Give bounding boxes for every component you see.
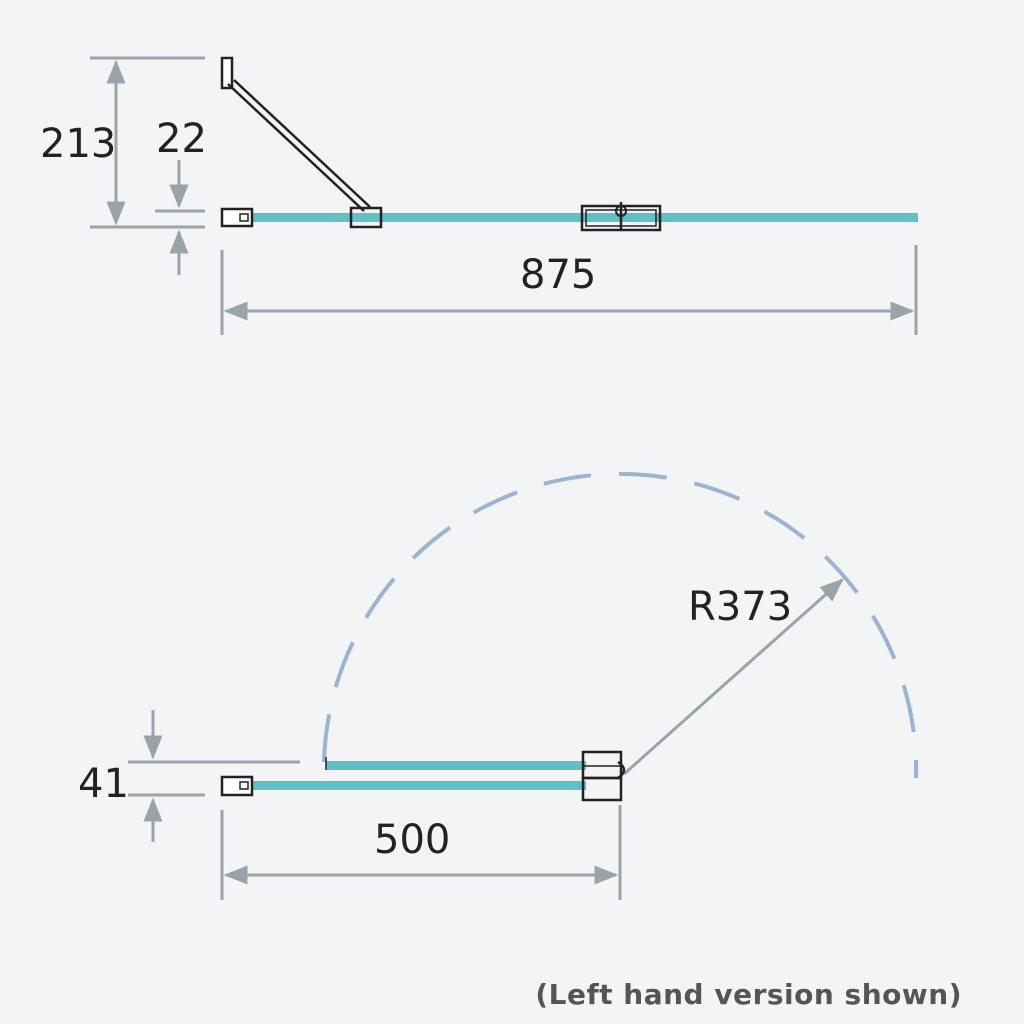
hinge-bottom-block bbox=[581, 776, 623, 802]
support-arm-outer bbox=[227, 83, 365, 212]
wall-bracket bbox=[220, 56, 234, 90]
wall-channel-insert bbox=[239, 213, 249, 222]
dim-label-875: 875 bbox=[520, 252, 596, 298]
hinge-knuckle bbox=[617, 760, 626, 780]
support-arm-inner bbox=[233, 79, 371, 208]
dim-label-41: 41 bbox=[78, 761, 129, 807]
fixed-glass-panel bbox=[252, 781, 586, 790]
hinge-assembly bbox=[580, 202, 662, 232]
arm-clamp bbox=[349, 206, 383, 229]
bottom-view: R373 41 500 bbox=[78, 471, 919, 900]
door-swing-arc bbox=[322, 471, 919, 779]
dim-label-radius: R373 bbox=[688, 584, 792, 630]
dim-label-500: 500 bbox=[374, 817, 450, 863]
radius-line bbox=[623, 578, 844, 776]
dim-label-22: 22 bbox=[156, 116, 207, 162]
hinge-top-block bbox=[581, 750, 623, 780]
glass-panel bbox=[252, 213, 918, 222]
hinge-stack bbox=[581, 750, 626, 802]
dim-label-213: 213 bbox=[40, 121, 116, 167]
caption: (Left hand version shown) bbox=[535, 978, 962, 1011]
folded-door-glass bbox=[326, 761, 586, 770]
wall-channel-insert-bottom bbox=[239, 781, 249, 790]
top-view: 213 22 875 bbox=[40, 56, 918, 335]
